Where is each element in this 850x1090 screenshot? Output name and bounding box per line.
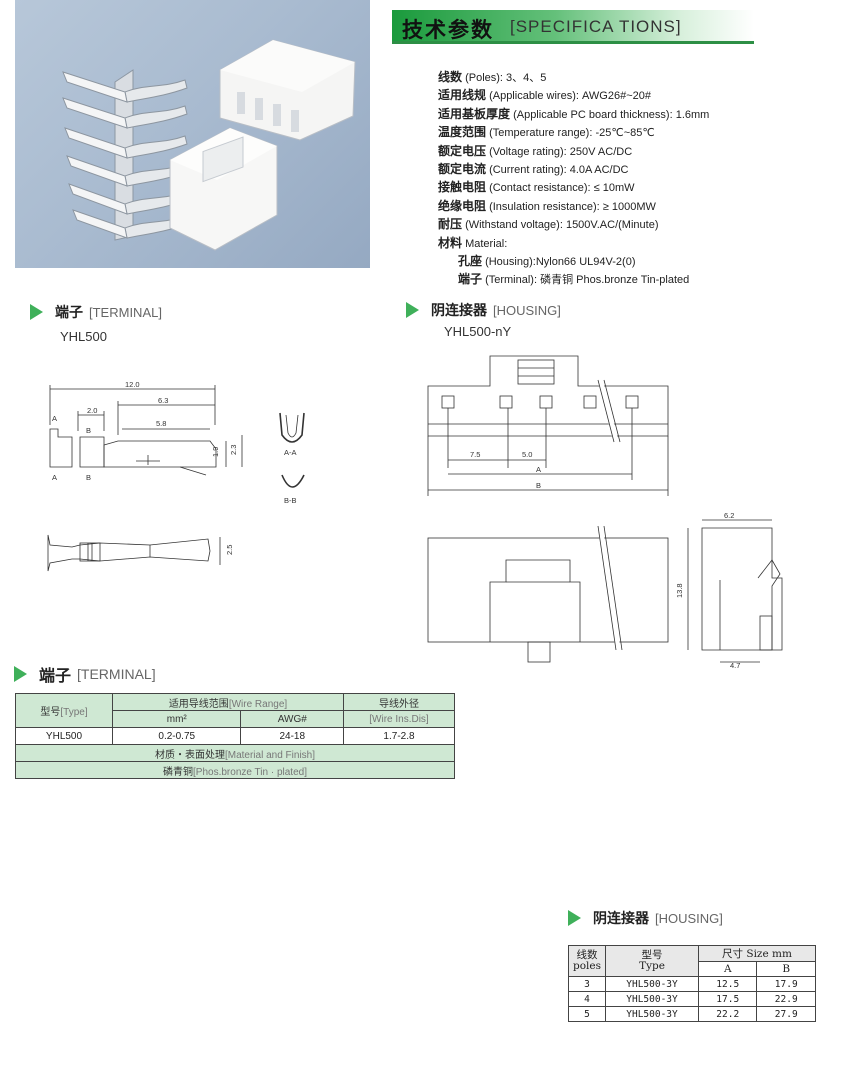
housing-drawing: 7.5 5.0 A B 6.2 13.8 4.7 xyxy=(420,350,800,680)
spec-line: 温度范围 (Temperature range): -25℃~85℃ xyxy=(438,125,655,140)
table-row: 5 YHL500-3Y 22.2 27.9 xyxy=(568,1006,816,1022)
table-cell: 17.5 xyxy=(697,991,758,1007)
dim-label: 13.8 xyxy=(675,583,684,598)
dim-label: 5.8 xyxy=(156,419,166,428)
spec-sub-line: 孔座 (Housing):Nylon66 UL94V-2(0) xyxy=(458,254,636,269)
housing-table-heading: 阴连接器[HOUSING] xyxy=(568,908,723,928)
spec-line: 耐压 (Withstand voltage): 1500V.AC/(Minute… xyxy=(438,217,659,232)
table-cell: 12.5 xyxy=(697,976,758,992)
section-label-a: A xyxy=(52,414,57,423)
table-header: 型号[Type] xyxy=(15,693,113,728)
terminal-drawing: 12.0 6.3 2.0 5.8 A B A B 1.9 2.3 A-A xyxy=(30,375,330,590)
spec-list: 线数 (Poles): 3、4、5 适用线规 (Applicable wires… xyxy=(438,69,768,290)
table-cell: 0.2-0.75 xyxy=(111,727,242,745)
table-cell: 1.7-2.8 xyxy=(343,727,455,745)
table-cell: 24-18 xyxy=(240,727,344,745)
triangle-bullet-icon xyxy=(406,302,419,318)
spec-header-underline xyxy=(392,41,754,44)
section-bb-label: B-B xyxy=(284,496,297,505)
housing-section-heading: 阴连接器[HOUSING] xyxy=(406,300,561,320)
table-cell: 4 xyxy=(568,991,606,1007)
table-cell: YHL500 xyxy=(15,727,113,745)
table-header: 尺寸 Size mm xyxy=(698,945,816,962)
table-cell: 17.9 xyxy=(756,976,816,992)
spec-sub-line: 端子 (Terminal): 磷青铜 Phos.bronze Tin-plate… xyxy=(458,272,690,287)
dim-label: 2.3 xyxy=(229,445,238,455)
table-header: 材质・表面处理[Material and Finish] xyxy=(15,744,455,762)
table-header: mm² xyxy=(111,710,242,728)
triangle-bullet-icon xyxy=(568,910,581,926)
spec-line: 绝缘电阻 (Insulation resistance): ≥ 1000MW xyxy=(438,198,656,213)
table-cell: 5 xyxy=(568,1006,606,1022)
spec-line: 适用基板厚度 (Applicable PC board thickness): … xyxy=(438,106,710,121)
terminal-spec-table: 型号[Type] 适用导线范围[Wire Range] 导线外径 mm² AWG… xyxy=(15,693,455,779)
table-cell: 22.9 xyxy=(756,991,816,1007)
table-cell: YHL500-3Y xyxy=(605,976,699,992)
triangle-bullet-icon xyxy=(30,304,43,320)
dim-label: B xyxy=(536,481,541,490)
table-cell: 22.2 xyxy=(697,1006,758,1022)
table-cell: 3 xyxy=(568,976,606,992)
terminal-model: YHL500 xyxy=(60,329,107,344)
spec-line: 额定电流 (Current rating): 4.0A AC/DC xyxy=(438,162,629,177)
table-row: 磷青铜[Phos.bronze Tin · plated] xyxy=(15,761,455,779)
dim-label: 5.0 xyxy=(522,450,532,459)
dim-label: 2.0 xyxy=(87,406,97,415)
table-header: 适用导线范围[Wire Range] xyxy=(112,693,344,711)
terminal-table-heading: 端子[TERMINAL] xyxy=(14,662,156,685)
table-cell: YHL500-3Y xyxy=(605,991,699,1007)
dim-label: 7.5 xyxy=(470,450,480,459)
spec-title-en: [SPECIFICA TIONS] xyxy=(510,17,682,36)
dim-label: 6.2 xyxy=(724,511,734,520)
table-cell: 磷青铜[Phos.bronze Tin · plated] xyxy=(15,761,455,779)
table-header: 导线外径 xyxy=(343,693,455,711)
housing-model: YHL500-nY xyxy=(444,324,512,339)
table-cell: YHL500-3Y xyxy=(605,1006,699,1022)
table-header: A xyxy=(697,961,758,977)
spec-line: 接触电阻 (Contact resistance): ≤ 10mW xyxy=(438,180,635,195)
spec-line: 额定电压 (Voltage rating): 250V AC/DC xyxy=(438,143,633,158)
dim-label: 12.0 xyxy=(125,380,140,389)
table-row: 3 YHL500-3Y 12.5 17.9 xyxy=(568,976,816,992)
table-header: B xyxy=(756,961,816,977)
terminal-section-heading: 端子[TERMINAL] xyxy=(30,302,162,322)
section-label-b: B xyxy=(86,426,91,435)
spec-line: 线数 (Poles): 3、4、5 xyxy=(438,70,547,84)
table-row: 4 YHL500-3Y 17.5 22.9 xyxy=(568,991,816,1007)
spec-header: 技术参数 [SPECIFICA TIONS] xyxy=(392,10,754,44)
spec-title-cn: 技术参数 xyxy=(402,19,494,42)
spec-line: 材料 Material: xyxy=(438,235,508,250)
dim-label: 2.5 xyxy=(225,545,234,555)
dim-label: 6.3 xyxy=(158,396,168,405)
table-row: YHL500 0.2-0.75 24-18 1.7-2.8 xyxy=(15,727,455,745)
section-aa-label: A-A xyxy=(284,448,297,457)
triangle-bullet-icon xyxy=(14,666,27,682)
product-photo xyxy=(15,0,370,268)
dim-label: 4.7 xyxy=(730,661,740,670)
dim-label: A xyxy=(536,465,541,474)
dim-label: 1.9 xyxy=(211,447,220,457)
section-label-a: A xyxy=(52,473,57,482)
spec-line: 适用线规 (Applicable wires): AWG26#~20# xyxy=(438,88,651,103)
table-cell: 27.9 xyxy=(756,1006,816,1022)
table-header: AWG# xyxy=(240,710,344,728)
table-row: 材质・表面处理[Material and Finish] xyxy=(15,744,455,762)
table-header: [Wire Ins.Dis] xyxy=(343,710,455,728)
section-label-b: B xyxy=(86,473,91,482)
